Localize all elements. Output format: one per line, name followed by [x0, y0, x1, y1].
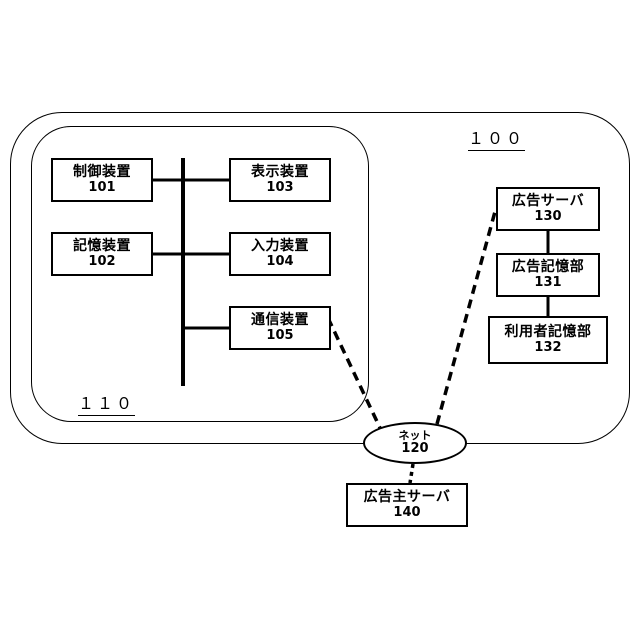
ad-storage-box: 広告記憶部 131: [496, 253, 600, 297]
storage-device-number: 102: [88, 255, 115, 270]
input-device-box: 入力装置 104: [229, 232, 331, 276]
advertiser-server-box: 広告主サーバ 140: [346, 483, 468, 527]
terminal-label: １１０: [78, 390, 135, 414]
control-device-number: 101: [88, 181, 115, 196]
storage-device-name: 記憶装置: [73, 238, 131, 254]
input-device-name: 入力装置: [251, 238, 309, 254]
advertiser-server-number: 140: [393, 506, 420, 521]
display-device-name: 表示装置: [251, 164, 309, 180]
advertiser-server-name: 広告主サーバ: [364, 489, 451, 505]
ad-storage-name: 広告記憶部: [512, 259, 585, 275]
input-device-number: 104: [266, 255, 293, 270]
ad-server-number: 130: [534, 210, 561, 225]
system-label: １００: [468, 125, 525, 149]
display-device-number: 103: [266, 181, 293, 196]
user-storage-name: 利用者記憶部: [505, 324, 592, 340]
communication-device-box: 通信装置 105: [229, 306, 331, 350]
ad-storage-number: 131: [534, 276, 561, 291]
ad-server-name: 広告サーバ: [512, 193, 584, 209]
storage-device-box: 記憶装置 102: [51, 232, 153, 276]
user-storage-box: 利用者記憶部 132: [488, 316, 608, 364]
communication-device-name: 通信装置: [251, 312, 309, 328]
display-device-box: 表示装置 103: [229, 158, 331, 202]
control-device-box: 制御装置 101: [51, 158, 153, 202]
communication-device-number: 105: [266, 329, 293, 344]
network-node: ネット 120: [363, 422, 467, 464]
link-comm-network: [328, 318, 381, 430]
control-device-name: 制御装置: [73, 164, 131, 180]
link-network-advertiser: [410, 464, 413, 483]
user-storage-number: 132: [534, 341, 561, 356]
network-number: 120: [401, 442, 428, 456]
ad-server-box: 広告サーバ 130: [496, 187, 600, 231]
